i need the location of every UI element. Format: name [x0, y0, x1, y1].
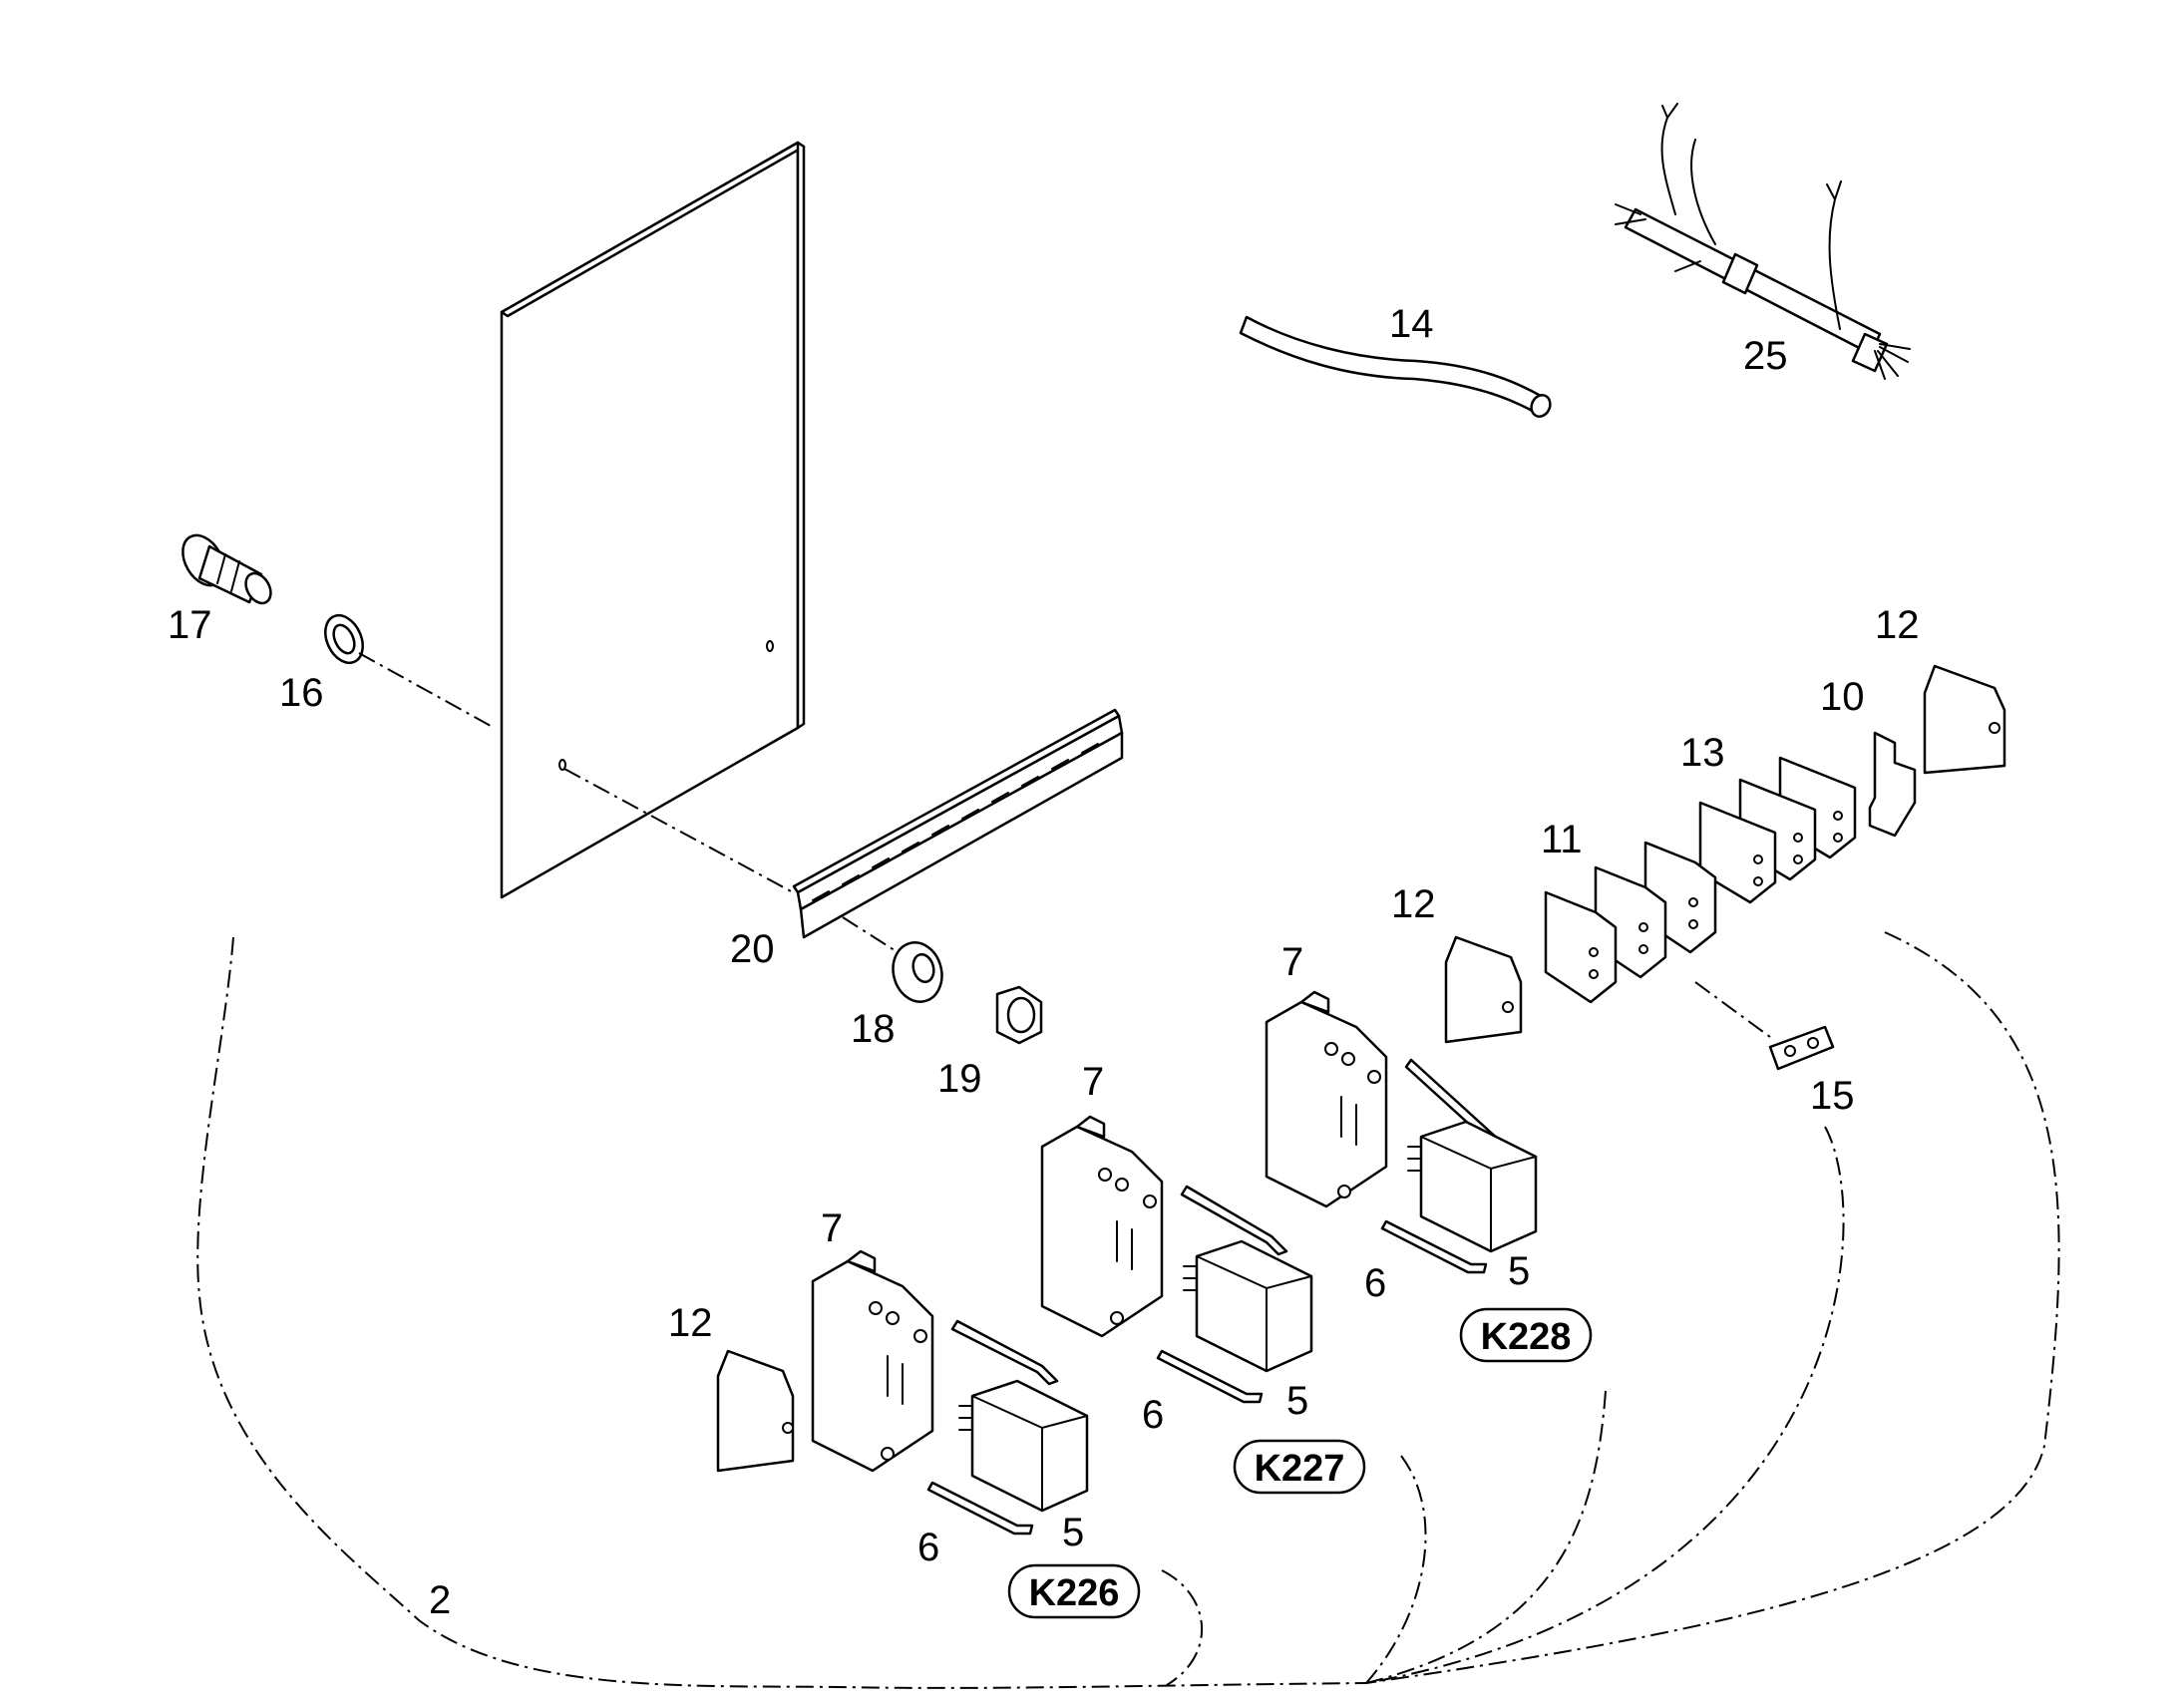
leader-lines [196, 652, 2060, 1689]
label-5-middle: 5 [1286, 1379, 1308, 1423]
label-5-left: 5 [1062, 1511, 1084, 1554]
washer-part-16 [324, 613, 364, 665]
relay-part-5-k228 [1407, 1120, 1538, 1253]
relay-socket-part-7-middle [1040, 1115, 1164, 1338]
label-7-right: 7 [1281, 940, 1303, 984]
relay-tag-k226-text: K226 [1029, 1572, 1120, 1614]
jumper-part-15 [1768, 1025, 1835, 1071]
label-11: 11 [1541, 818, 1583, 861]
relay-tag-k228: K228 [1459, 1307, 1593, 1363]
label-6-middle: 6 [1142, 1393, 1164, 1437]
end-cover-part-12-middle [1444, 935, 1523, 1044]
label-18: 18 [851, 1007, 896, 1051]
relay-tag-k227-text: K227 [1255, 1448, 1345, 1490]
relay-socket-part-7-right [1265, 990, 1388, 1208]
end-cover-part-12-right [1923, 664, 2006, 775]
relay-tag-k227: K227 [1233, 1439, 1366, 1495]
label-7-middle: 7 [1082, 1060, 1104, 1104]
label-14: 14 [1389, 302, 1434, 346]
terminal-blocks-part-11 [1544, 841, 1717, 1004]
label-12-left: 12 [668, 1301, 713, 1345]
hose-part-14 [1239, 315, 1552, 418]
label-13: 13 [1680, 731, 1725, 775]
label-25: 25 [1743, 334, 1788, 378]
label-17: 17 [168, 603, 212, 647]
label-2: 2 [429, 1578, 451, 1622]
label-6-right: 6 [1364, 1261, 1386, 1305]
relay-tag-k228-text: K228 [1481, 1316, 1572, 1358]
label-12-middle: 12 [1391, 882, 1436, 926]
relay-tag-k226: K226 [1007, 1563, 1141, 1619]
label-15: 15 [1810, 1074, 1855, 1118]
relay-socket-part-7-left [811, 1249, 934, 1473]
label-12-right: 12 [1875, 603, 1920, 647]
mounting-plate [500, 141, 806, 899]
label-6-left: 6 [917, 1526, 939, 1569]
label-7-left: 7 [821, 1206, 843, 1250]
label-20: 20 [730, 927, 775, 971]
din-rail-part-20 [792, 708, 1124, 939]
washer-part-18 [892, 941, 943, 1003]
label-19: 19 [937, 1057, 982, 1101]
relay-part-5-k227 [1183, 1239, 1313, 1373]
retaining-clips-lower [926, 1219, 1488, 1536]
terminal-blocks-part-13 [1698, 756, 1857, 904]
part-number-labels: 17 16 14 25 12 10 13 11 12 20 18 19 7 15… [168, 302, 1920, 1622]
label-16: 16 [279, 671, 324, 715]
screw-part-17 [182, 533, 272, 605]
label-10: 10 [1820, 675, 1865, 719]
cable-harness-part-25 [1615, 103, 1911, 380]
nut-part-19 [995, 985, 1043, 1045]
relay-part-5-k226 [958, 1379, 1089, 1513]
label-5-right: 5 [1508, 1249, 1530, 1293]
end-cover-part-12-left [716, 1349, 795, 1473]
separator-plate-part-10 [1868, 731, 1917, 838]
